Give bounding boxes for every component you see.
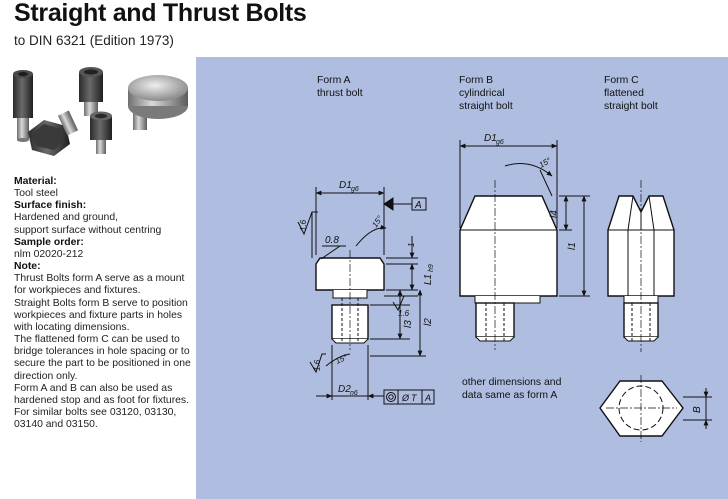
form-c-drawing	[599, 180, 712, 442]
dim-b: B	[692, 406, 703, 413]
dim-l3: l3	[403, 320, 414, 328]
dim-b-angle: 15°	[538, 155, 554, 169]
dim-chamfer: 0.8	[325, 235, 339, 246]
form-a-name: Form A	[317, 75, 351, 86]
product-photo	[13, 67, 188, 156]
ra-side: 1.6	[398, 309, 410, 318]
dim-b-l1: l1	[567, 242, 578, 250]
technical-drawing: D1 g6 A 1.6 0.8 15° 1 L1 h9 1.6 l3 l2 1.…	[196, 57, 728, 499]
ra-bottom: 1.6	[313, 359, 322, 371]
note-line: Thrust Bolts form A serve as a mount	[14, 273, 185, 285]
photo-bolt-tall	[13, 70, 33, 142]
note-line: Straight Bolts form B serve to position	[14, 297, 188, 309]
dim-l1-tol: h9	[428, 264, 435, 272]
form-b-desc1: cylindrical	[459, 87, 505, 99]
sample-order-label: Sample order:	[14, 236, 84, 248]
drawing-canvas: D1 g6 A 1.6 0.8 15° 1 L1 h9 1.6 l3 l2 1.…	[297, 133, 712, 442]
form-b-note-line: other dimensions and	[462, 377, 562, 388]
form-c-name: Form C	[604, 75, 639, 86]
form-c-desc2: straight bolt	[604, 100, 658, 112]
form-c-desc1: flattened	[604, 87, 644, 99]
form-c-label: Form C flattened straight bolt	[604, 75, 658, 114]
form-a-drawing	[297, 187, 435, 405]
dim-angle-top: 15°	[370, 213, 385, 229]
note-line: workpieces and fixture parts in holes	[14, 309, 183, 321]
surface-finish-line: support surface without centring	[14, 224, 162, 236]
note-line: with locating dimensions.	[14, 321, 130, 333]
page-title: Straight and Thrust Bolts	[14, 0, 307, 27]
form-a-desc: thrust bolt	[317, 87, 363, 99]
form-b-name: Form B	[459, 75, 494, 86]
form-b-note: other dimensions and data same as form A	[462, 377, 561, 403]
ra-top: 1.6	[299, 219, 308, 231]
dim-1: 1	[407, 243, 416, 247]
note-line: bridge tolerances in hole spacing or to	[14, 346, 190, 358]
dim-d1-tol: g6	[351, 186, 359, 193]
form-b-desc2: straight bolt	[459, 100, 513, 112]
form-b-label: Form B cylindrical straight bolt	[459, 75, 513, 114]
page-subtitle: to DIN 6321 (Edition 1973)	[14, 33, 174, 48]
note-line: secure the part to be positioned in one	[14, 358, 191, 370]
form-c-dimensions: B	[692, 406, 703, 413]
note-line: The flattened form C can be used to	[14, 334, 180, 346]
sample-order-value: nlm 02020-212	[14, 248, 84, 260]
surface-finish-label: Surface finish:	[14, 200, 87, 212]
tol-frame-symbol: Ø	[401, 393, 410, 403]
dim-l1: L1	[423, 274, 434, 285]
material-value: Tool steel	[14, 188, 58, 200]
form-b-drawing	[459, 140, 590, 350]
note-label: Note:	[14, 261, 41, 273]
photo-bolt-flattened	[28, 110, 79, 156]
note-line: hardened stop and as foot for fixtures.	[14, 394, 190, 406]
surface-finish-line: Hardened and ground,	[14, 212, 118, 224]
note-line: 03140 and 03150.	[14, 419, 98, 431]
form-b-note-line: data same as form A	[462, 389, 558, 401]
note-line: for workpieces and fixtures.	[14, 285, 141, 297]
photo-bolt-straight	[79, 67, 103, 116]
note-line: direction only.	[14, 370, 78, 382]
dim-l2: l2	[423, 318, 434, 326]
dim-d1: D1	[339, 180, 352, 191]
dim-d2-tol: n6	[350, 390, 358, 397]
dim-b-d1-tol: g6	[496, 139, 504, 146]
dim-l4: l4	[549, 210, 560, 218]
dim-d2: D2	[338, 384, 351, 395]
note-line: For similar bolts see 03120, 03130,	[14, 406, 177, 418]
dim-b-d1: D1	[484, 133, 497, 144]
tol-frame-a: A	[424, 393, 431, 403]
photo-bolt-thrust	[128, 75, 188, 130]
material-label: Material:	[14, 176, 57, 187]
tol-frame-t: T	[411, 393, 418, 403]
form-a-label: Form A thrust bolt	[317, 75, 363, 101]
datum-a: A	[414, 200, 422, 211]
note-line: Form A and B can also be used as	[14, 382, 173, 394]
product-info: Material: Tool steel Surface finish: Har…	[14, 176, 194, 431]
photo-bolt-small	[90, 111, 112, 154]
